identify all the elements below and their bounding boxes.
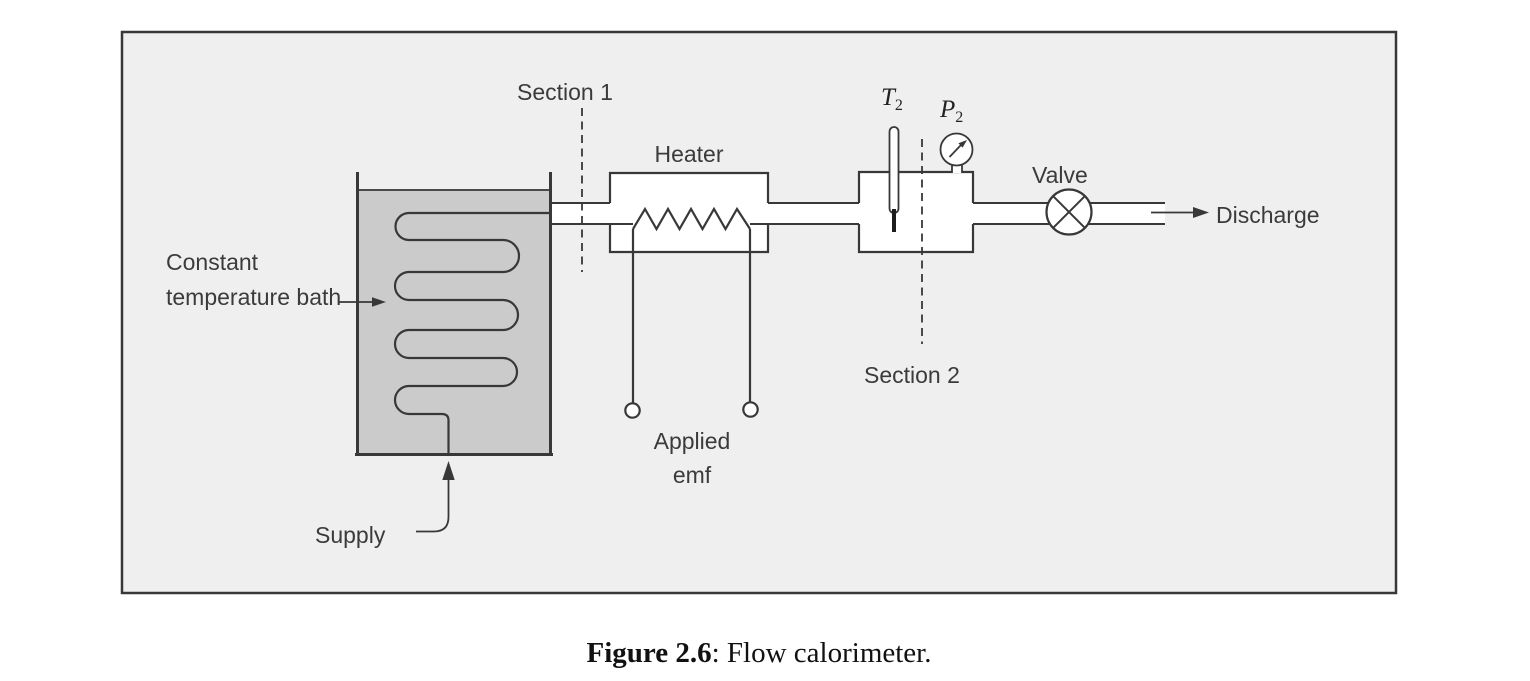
resistor-zigzag-icon xyxy=(632,206,751,232)
diagram-frame xyxy=(120,30,1398,595)
constant-bath-label: Constant temperature bath xyxy=(166,249,342,310)
figure-caption: Figure 2.6: Flow calorimeter. xyxy=(122,637,1396,670)
bath-tank-walls xyxy=(355,172,553,456)
applied-emf-label: Applied emf xyxy=(627,424,757,492)
discharge-arrow-head xyxy=(1193,207,1209,218)
terminal-left xyxy=(624,402,641,419)
bath-coil xyxy=(393,211,553,457)
section1-label: Section 1 xyxy=(517,79,613,105)
bath-water xyxy=(356,189,552,455)
p2-label: P2 xyxy=(940,96,963,126)
valve-label: Valve xyxy=(1032,162,1088,188)
lead-wires xyxy=(631,229,752,403)
thermometer-icon xyxy=(888,126,900,214)
terminal-right xyxy=(742,401,759,418)
figure-caption-number: Figure 2.6 xyxy=(586,637,712,669)
gauge-neck-fill xyxy=(952,163,962,173)
pipe-heater-to-chamber-walls xyxy=(768,202,859,225)
pipe-heater-to-chamber xyxy=(768,204,859,223)
t2-label: T2 xyxy=(881,84,903,114)
t2-symbol: T xyxy=(881,84,895,111)
applied-emf-line1: Applied xyxy=(653,428,731,454)
p2-subscript: 2 xyxy=(955,109,964,126)
p2-symbol: P xyxy=(940,96,956,123)
t2-subscript: 2 xyxy=(894,97,903,114)
chamber-box-outline xyxy=(857,170,975,254)
discharge-label: Discharge xyxy=(1216,202,1320,228)
heater-label: Heater xyxy=(654,141,724,167)
section2-label: Section 2 xyxy=(864,362,960,388)
pipe-bath-to-heater-walls xyxy=(552,202,610,225)
applied-emf-line2: emf xyxy=(672,462,712,488)
chamber-box-fill xyxy=(859,172,973,252)
heater-box-outline xyxy=(608,171,770,254)
gauge-needle xyxy=(948,144,962,158)
gauge-needle-head xyxy=(958,140,967,148)
bath-pointer-head xyxy=(372,297,386,307)
supply-arrow-head xyxy=(442,461,455,480)
figure-caption-text: : Flow calorimeter. xyxy=(711,637,932,669)
supply-label: Supply xyxy=(315,522,386,548)
valve-cross xyxy=(1052,195,1086,229)
supply-arrow-shaft xyxy=(416,477,450,533)
pipe-bath-to-heater xyxy=(552,204,610,223)
